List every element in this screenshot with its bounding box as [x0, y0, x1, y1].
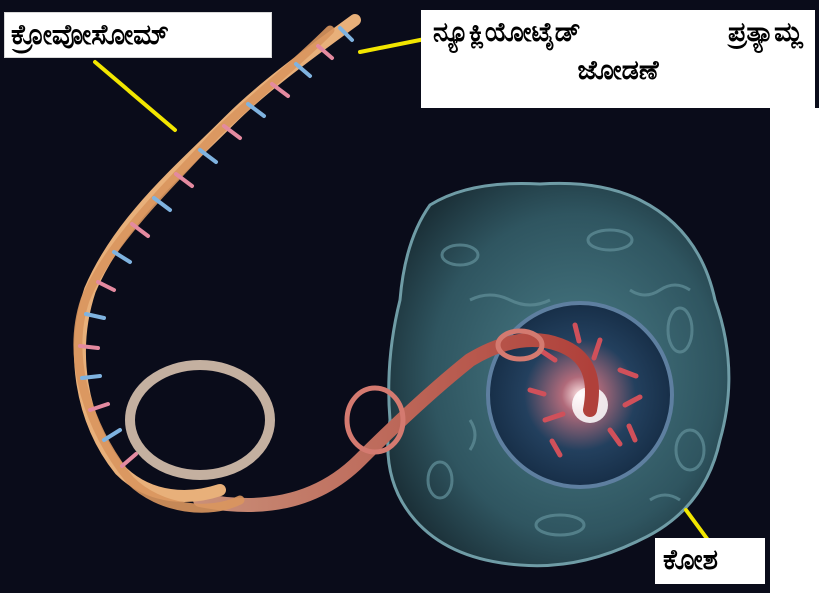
nucleotide-label-line1: ನ್ಯೂಕ್ಲಿಯೋಟೈಡ್ ಪ್ರತ್ಯಾಮ್ಲ: [429, 16, 807, 50]
cell-label: ಕೋಶ: [655, 538, 765, 584]
pairing-word: ಜೋಡಣೆ: [429, 54, 807, 88]
base-word: ಪ್ರತ್ಯಾಮ್ಲ: [728, 16, 803, 50]
white-corner-top-right: [770, 108, 819, 593]
chromosome-label: ಕ್ರೋವೋಸೋಮ್: [4, 12, 272, 58]
nucleotide-pair-label: ನ್ಯೂಕ್ಲಿಯೋಟೈಡ್ ಪ್ರತ್ಯಾಮ್ಲ ಜೋಡಣೆ: [421, 10, 815, 108]
nucleotide-word: ನ್ಯೂಕ್ಲಿಯೋಟೈಡ್: [433, 16, 581, 50]
